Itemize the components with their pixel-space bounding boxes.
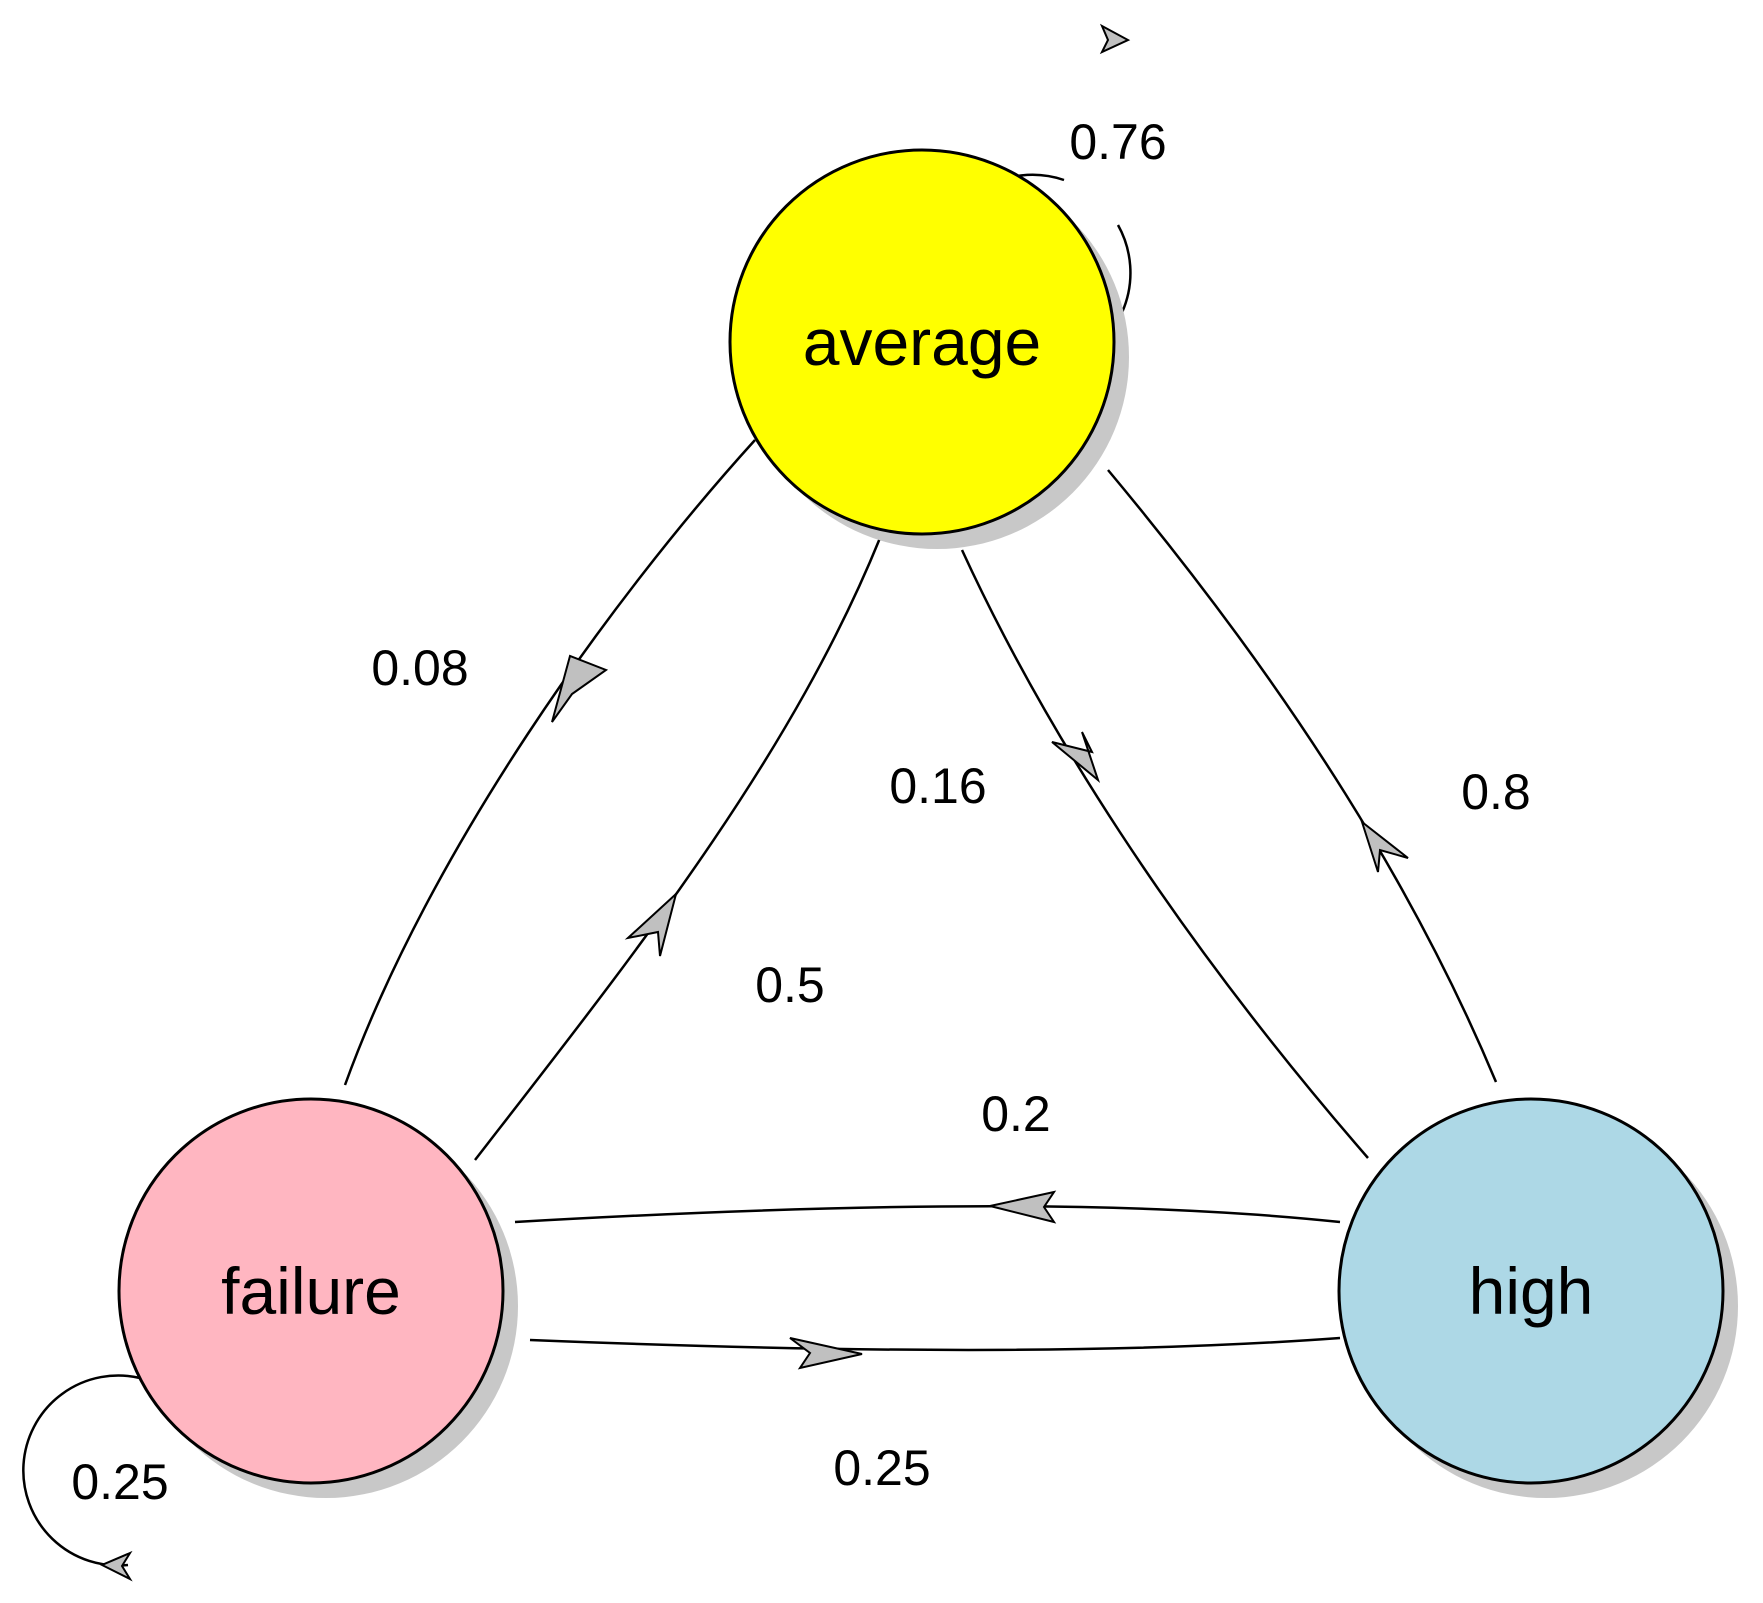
edge-line-average-high <box>960 549 1369 1159</box>
edge-label-high-average: 0.8 <box>1461 764 1531 820</box>
arrowhead-average-average <box>1099 23 1131 55</box>
edge-failure-high: 0.25 <box>529 1336 1341 1496</box>
node-circle-failure <box>117 1097 505 1485</box>
node-circle-average <box>728 148 1116 536</box>
edge-line-high-failure <box>514 1204 1341 1224</box>
node-label-average: average <box>803 305 1042 379</box>
arrowhead-high-average <box>1360 819 1409 873</box>
arrowhead-average-failure <box>551 654 609 723</box>
edge-label-average-average: 0.76 <box>1069 114 1166 170</box>
arrowhead-high-failure <box>989 1190 1057 1224</box>
edge-average-failure: 0.08 <box>343 439 756 1086</box>
edge-line-failure-high <box>529 1336 1341 1352</box>
edge-label-average-high: 0.16 <box>889 758 986 814</box>
self-loop-failure <box>22 1374 141 1567</box>
node-failure: failure <box>117 1097 518 1498</box>
node-label-failure: failure <box>221 1254 401 1328</box>
edge-line-high-average <box>1107 469 1498 1083</box>
node-label-high: high <box>1469 1254 1594 1328</box>
edge-high-failure: 0.2 <box>514 1086 1341 1224</box>
edge-high-average: 0.8 <box>1107 469 1531 1083</box>
arrowhead-average-high <box>1051 731 1101 783</box>
node-circle-high <box>1337 1097 1725 1485</box>
edge-failure-failure: 0.25 <box>22 1374 169 1582</box>
edge-line-average-failure <box>343 439 756 1086</box>
edge-line-failure-average <box>474 537 882 1161</box>
edge-label-failure-average: 0.5 <box>755 957 825 1013</box>
node-average: average <box>728 148 1129 549</box>
edge-average-high: 0.16 <box>889 549 1369 1159</box>
arrowhead-failure-high <box>789 1337 863 1370</box>
edge-label-failure-failure: 0.25 <box>71 1454 168 1510</box>
node-high: high <box>1337 1097 1738 1498</box>
edge-label-failure-high: 0.25 <box>833 1440 930 1496</box>
edge-label-average-failure: 0.08 <box>371 640 468 696</box>
edge-label-high-failure: 0.2 <box>981 1086 1051 1142</box>
arrowhead-failure-failure <box>99 1550 133 1582</box>
edge-failure-average: 0.5 <box>474 537 882 1161</box>
arrowhead-failure-average <box>624 890 678 957</box>
edge-average-average: 0.76 <box>933 23 1167 373</box>
